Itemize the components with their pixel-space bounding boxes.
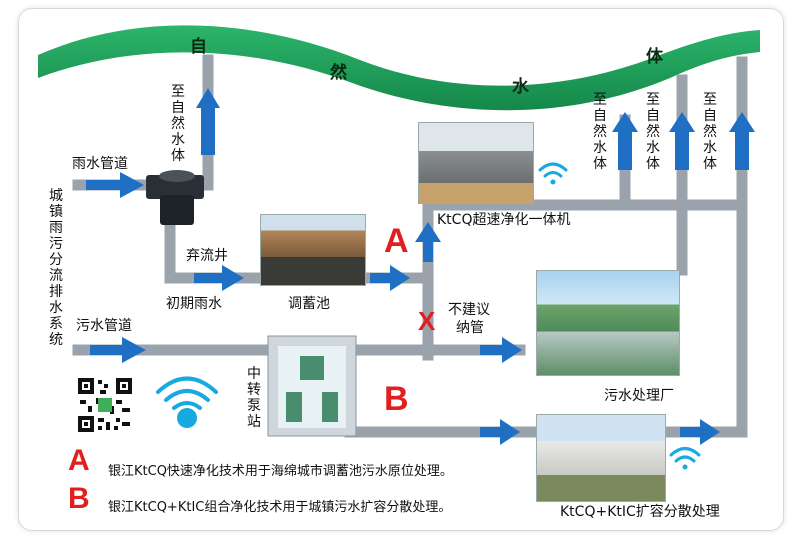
blocked-x-icon: X xyxy=(418,306,436,336)
wifi-icon xyxy=(538,162,568,185)
arrow-icon xyxy=(480,337,522,363)
not-include-label-2: 纳管 xyxy=(456,320,484,336)
legend-b-text: 银江KtCQ+KtIC组合净化技术用于城镇污水扩容分散处理。 xyxy=(108,500,452,515)
wwtp-label: 污水处理厂 xyxy=(604,388,674,404)
arrow-icon xyxy=(196,88,220,155)
storage-tank-image xyxy=(260,214,366,286)
arrow-icon xyxy=(415,222,441,262)
arrow-icon xyxy=(680,419,720,445)
ktcq-machine-label: KtCQ超速净化一体机 xyxy=(437,212,571,228)
to-water-label-4: 至自然水体 xyxy=(703,92,717,172)
marker-a: A xyxy=(384,222,409,260)
initial-rain-label: 初期雨水 xyxy=(166,296,222,312)
wwtp-image xyxy=(536,270,680,376)
legend-a-text: 银江KtCQ快速净化技术用于海绵城市调蓄池污水原位处理。 xyxy=(108,464,453,479)
arrow-icon xyxy=(612,112,638,170)
to-water-label-1: 至自然水体 xyxy=(171,84,185,164)
qr-code-icon xyxy=(76,376,134,434)
marker-b: B xyxy=(384,380,409,418)
to-water-label-2: 至自然水体 xyxy=(593,92,607,172)
legend-a-letter: A xyxy=(68,444,90,477)
rain-pipe-label: 雨水管道 xyxy=(72,156,128,172)
distributed-label: KtCQ+KtIC扩容分散处理 xyxy=(560,504,720,520)
wifi-icon xyxy=(669,447,701,470)
tee-fitting xyxy=(146,170,204,225)
not-include-label-1: 不建议 xyxy=(448,302,490,318)
arrow-icon xyxy=(729,112,755,170)
arrow-icon xyxy=(90,337,146,363)
river-char-2: 然 xyxy=(330,63,347,83)
arrow-icon xyxy=(370,265,410,291)
legend-b-letter: B xyxy=(68,482,90,515)
river-band xyxy=(38,25,760,111)
river-char-4: 体 xyxy=(646,47,663,67)
sewage-pipe-label: 污水管道 xyxy=(76,318,132,334)
arrow-icon xyxy=(669,112,695,170)
pump-station-image xyxy=(267,335,357,437)
river-char-1: 自 xyxy=(190,37,207,57)
arrow-icon xyxy=(194,265,244,291)
diagram-frame xyxy=(18,8,784,531)
pump-station-label: 中转泵站 xyxy=(247,366,261,430)
distributed-unit-image xyxy=(536,414,666,502)
to-water-label-3: 至自然水体 xyxy=(646,92,660,172)
wifi-icon xyxy=(156,376,218,428)
storage-tank-label: 调蓄池 xyxy=(288,296,330,312)
arrow-icon xyxy=(86,172,144,198)
river-char-3: 水 xyxy=(512,77,529,97)
abandon-well-label: 弃流井 xyxy=(186,248,228,264)
arrow-icon xyxy=(480,419,520,445)
ktcq-machine-image xyxy=(418,122,534,204)
system-label: 城镇雨污分流排水系统 xyxy=(48,188,64,348)
